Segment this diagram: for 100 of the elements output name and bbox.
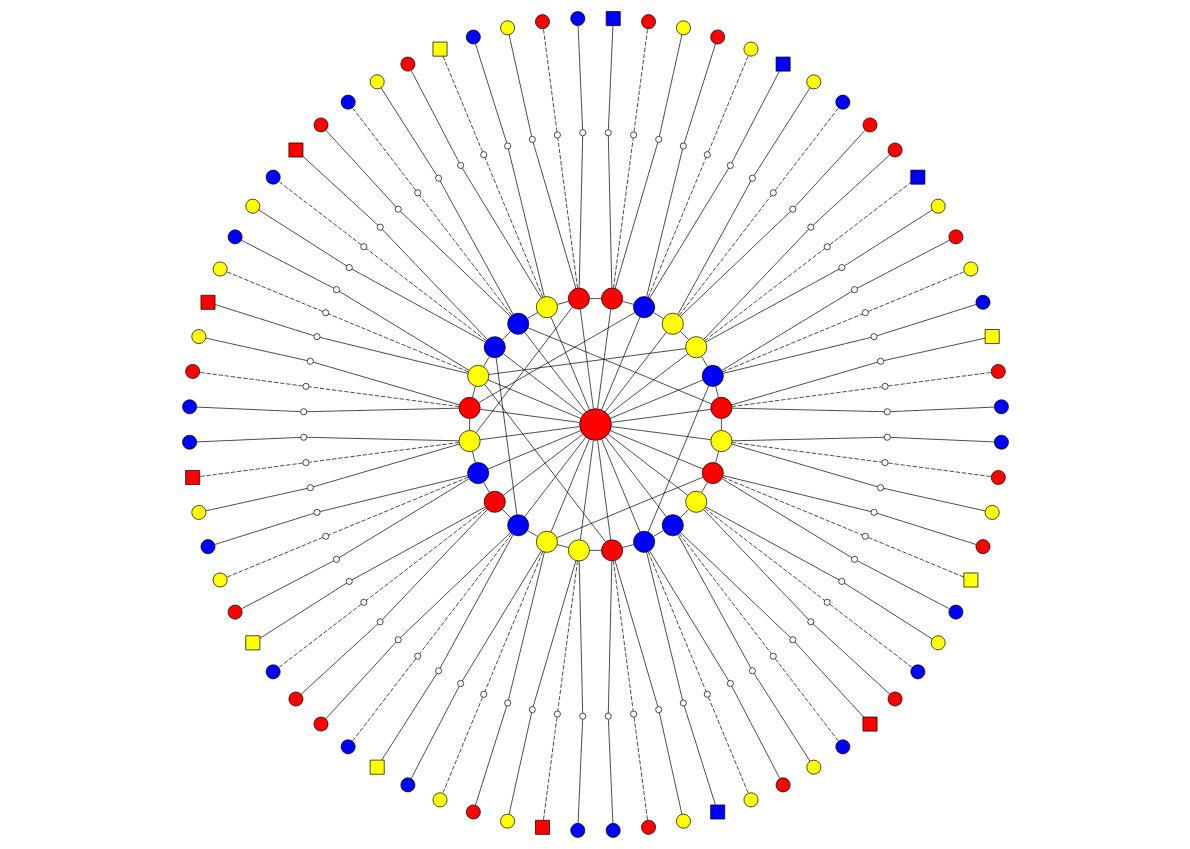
node-circle — [302, 382, 309, 390]
connector — [774, 658, 839, 742]
node-circle — [394, 205, 402, 213]
connector — [418, 195, 512, 316]
node-circle — [479, 151, 487, 159]
node-circle — [743, 792, 758, 808]
node-circle — [466, 364, 489, 387]
connector — [556, 560, 578, 712]
node-box — [184, 470, 200, 485]
node-circle — [861, 309, 869, 317]
node-circle — [962, 261, 978, 277]
node-circle — [212, 572, 228, 588]
node-circle — [834, 739, 850, 755]
connector — [351, 506, 486, 581]
node-circle — [909, 664, 925, 680]
connector — [196, 437, 301, 443]
connector — [677, 534, 751, 669]
connector — [578, 135, 583, 289]
connector — [731, 686, 780, 779]
connector — [648, 167, 729, 299]
node-box — [432, 41, 447, 57]
node-circle — [632, 296, 655, 319]
connector — [542, 716, 557, 821]
node-circle — [654, 135, 662, 143]
connector — [596, 440, 611, 541]
connector — [714, 386, 719, 398]
connector — [843, 582, 932, 640]
node-circle — [528, 135, 536, 143]
node-circle — [553, 131, 561, 139]
node-circle — [876, 484, 884, 492]
connector — [418, 533, 512, 654]
connector — [704, 506, 839, 581]
node-circle — [701, 364, 724, 387]
node-circle — [299, 408, 307, 416]
node-circle — [990, 470, 1006, 485]
connector — [731, 407, 884, 413]
node-circle — [823, 598, 831, 606]
connector — [812, 623, 890, 695]
connector — [484, 551, 543, 692]
node-circle — [503, 699, 511, 707]
connector — [399, 532, 511, 638]
connector — [550, 316, 590, 410]
node-circle — [528, 706, 536, 714]
connector — [679, 331, 689, 340]
node-circle — [948, 604, 963, 620]
node-box — [200, 294, 215, 310]
connector — [607, 353, 688, 416]
connector — [887, 372, 991, 387]
connector — [579, 308, 594, 409]
connector — [319, 475, 468, 512]
connector — [308, 386, 459, 407]
connector — [645, 148, 683, 298]
node-circle — [200, 539, 215, 555]
node-circle — [887, 142, 902, 158]
connector — [508, 712, 532, 815]
node-circle — [883, 408, 891, 416]
node-circle — [726, 680, 734, 687]
connector — [526, 530, 538, 537]
node-circle — [413, 652, 421, 660]
node-circle — [993, 399, 1009, 415]
node-circle — [629, 131, 637, 139]
node-circle — [930, 635, 946, 651]
connector — [828, 603, 912, 668]
connector — [588, 298, 602, 299]
node-circle — [862, 117, 877, 133]
connector — [502, 433, 583, 496]
connector — [753, 673, 810, 762]
node-circle — [948, 229, 963, 245]
connector — [526, 312, 538, 319]
connector — [703, 508, 825, 601]
node-circle — [703, 151, 711, 159]
connector — [240, 560, 334, 610]
connector — [607, 719, 613, 824]
connector — [794, 641, 864, 718]
connector — [612, 137, 634, 289]
connector — [658, 34, 682, 137]
connector — [700, 356, 708, 367]
connector — [889, 437, 994, 443]
node-box — [984, 329, 1000, 344]
node-circle — [483, 336, 506, 359]
node-circle — [701, 462, 724, 484]
connector — [621, 301, 634, 305]
node-circle — [805, 74, 821, 90]
connector — [258, 209, 347, 267]
connector — [610, 408, 711, 423]
node-circle — [567, 287, 590, 310]
connector — [702, 229, 809, 340]
node-circle — [675, 20, 691, 36]
node-circle — [887, 691, 902, 707]
connector — [828, 182, 911, 246]
connector — [556, 137, 578, 289]
node-circle — [359, 598, 367, 606]
connector — [700, 482, 708, 493]
connector — [482, 356, 490, 367]
node-circle — [604, 712, 612, 720]
connector — [439, 180, 513, 315]
node-circle — [306, 357, 314, 365]
connector — [731, 70, 780, 163]
connector — [338, 290, 469, 371]
connector — [731, 436, 884, 442]
